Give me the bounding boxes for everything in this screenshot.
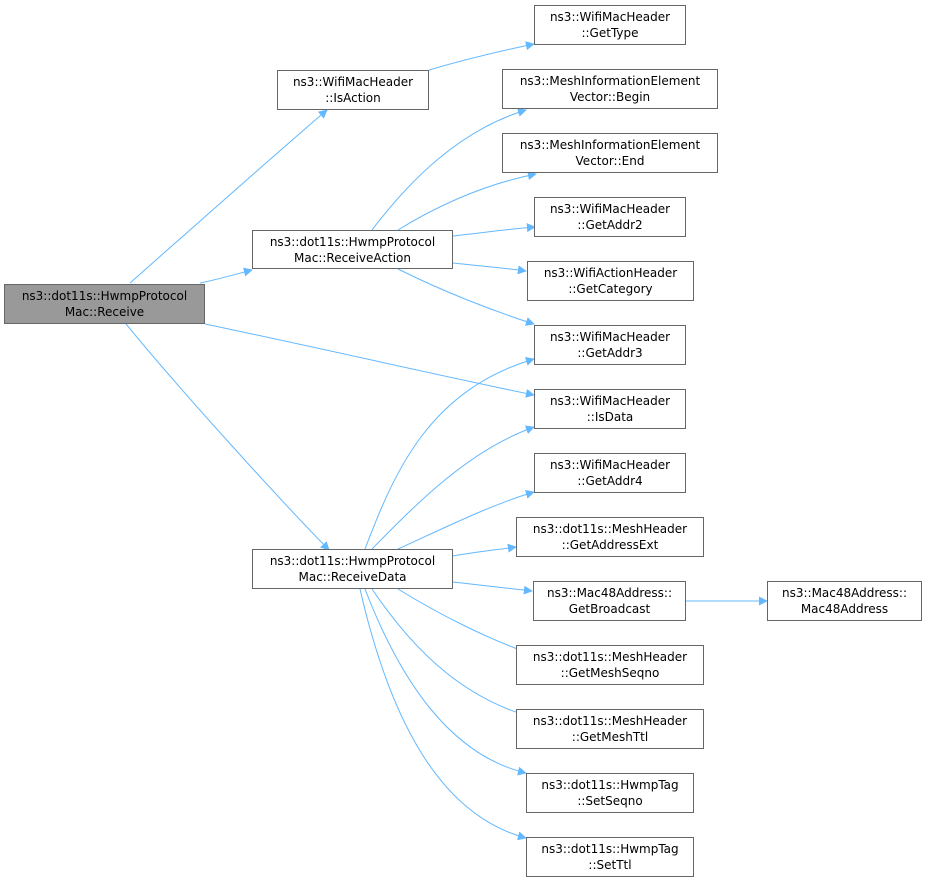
edge-receivedata-to-getaddr4 <box>397 489 535 550</box>
node-label-line1: ns3::WifiMacHeader <box>292 75 414 89</box>
edge-receive-to-isaction <box>129 109 328 284</box>
node-label-line2: ::GetType <box>581 26 639 40</box>
node-label-line2: Mac::Receive <box>64 305 145 319</box>
node-label-line1: ns3::MeshInformationElement <box>519 74 701 88</box>
node-wifimacheader-isdata[interactable]: ns3::WifiMacHeader ::IsData <box>534 389 686 429</box>
node-label-line1: ns3::dot11s::MeshHeader <box>532 650 688 664</box>
node-label-line2: ::GetCategory <box>568 282 653 296</box>
node-label-line2: Vector::Begin <box>569 90 651 104</box>
node-label-line1: ns3::WifiMacHeader <box>549 202 671 216</box>
node-label-line2: ::GetAddr2 <box>577 218 643 232</box>
edge-receive-to-receivedata <box>125 323 330 551</box>
node-wifiactionheader-getcategory[interactable]: ns3::WifiActionHeader ::GetCategory <box>527 261 694 301</box>
node-wifimacheader-getaddr4[interactable]: ns3::WifiMacHeader ::GetAddr4 <box>534 453 686 493</box>
edge-receivedata-to-isdata <box>371 425 535 550</box>
node-wifimacheader-getaddr2[interactable]: ns3::WifiMacHeader ::GetAddr2 <box>534 197 686 237</box>
node-label-line1: ns3::dot11s::HwmpProtocol <box>269 234 436 249</box>
node-mie-vector-begin[interactable]: ns3::MeshInformationElement Vector::Begi… <box>502 69 718 109</box>
node-meshheader-getmeshttl[interactable]: ns3::dot11s::MeshHeader ::GetMeshTtl <box>516 709 704 749</box>
node-label-line2: ::GetAddr3 <box>577 346 643 360</box>
node-label-line2: Vector::End <box>575 154 645 168</box>
node-hwmptag-setttl[interactable]: ns3::dot11s::HwmpTag ::SetTtl <box>526 837 694 877</box>
node-meshheader-getmeshseqno[interactable]: ns3::dot11s::MeshHeader ::GetMeshSeqno <box>516 645 704 685</box>
node-label-line1: ns3::dot11s::MeshHeader <box>532 522 688 536</box>
edge-receivedata-to-getaddr3 <box>364 357 535 550</box>
node-hwmp-receivedata[interactable]: ns3::dot11s::HwmpProtocol Mac::ReceiveDa… <box>252 549 453 589</box>
edge-receiveaction-to-getcategory <box>452 262 527 275</box>
node-label-line2: ::IsData <box>586 410 634 424</box>
edge-receiveaction-to-getaddr2 <box>452 223 536 237</box>
node-label-line1: ns3::WifiActionHeader <box>543 266 678 280</box>
node-mac48address-getbroadcast[interactable]: ns3::Mac48Address:: GetBroadcast <box>533 581 686 621</box>
edge-isaction-to-gettype <box>428 41 535 71</box>
node-label-line2: Mac::ReceiveData <box>298 570 407 584</box>
edge-receiveaction-to-getaddr3 <box>397 268 535 326</box>
node-label-line2: ::GetAddressExt <box>561 538 659 552</box>
edge-receivedata-to-setseqno <box>364 588 527 776</box>
edge-receivedata-to-getaddressext <box>452 543 517 557</box>
node-label-line2: ::SetSeqno <box>577 794 643 808</box>
node-label-line1: ns3::dot11s::HwmpTag <box>541 778 679 792</box>
node-meshheader-getaddressext[interactable]: ns3::dot11s::MeshHeader ::GetAddressExt <box>516 517 704 557</box>
node-label-line1: ns3::WifiMacHeader <box>549 330 671 344</box>
node-label-line1: ns3::dot11s::HwmpProtocol <box>269 554 436 568</box>
node-label-line2: Mac48Address <box>800 602 889 616</box>
edge-receive-to-isdata <box>204 323 535 398</box>
node-label-line1: ns3::WifiMacHeader <box>549 10 671 24</box>
node-label-line2: ::GetMeshSeqno <box>560 666 660 680</box>
node-mie-vector-end[interactable]: ns3::MeshInformationElement Vector::End <box>502 133 718 173</box>
node-hwmp-receive[interactable]: ns3::dot11s::HwmpProtocol Mac::Receive <box>4 284 205 324</box>
node-label-line1: ns3::Mac48Address:: <box>781 586 908 600</box>
node-label-line1: ns3::MeshInformationElement <box>519 138 701 152</box>
node-hwmptag-setseqno[interactable]: ns3::dot11s::HwmpTag ::SetSeqno <box>526 773 694 813</box>
edge-receivedata-to-setttl <box>359 588 527 841</box>
edge-receiveaction-to-begin <box>371 108 527 231</box>
node-label-line1: ns3::dot11s::HwmpProtocol <box>21 289 188 303</box>
node-label-line2: ::GetAddr4 <box>577 474 643 488</box>
node-label-line2: ::GetMeshTtl <box>571 730 649 744</box>
edge-receivedata-to-getmeshttl <box>371 588 535 721</box>
node-label-line2: GetBroadcast <box>568 602 651 616</box>
edge-receivedata-to-getbroadcast <box>452 581 533 595</box>
node-label-line2: ::IsAction <box>325 91 381 105</box>
node-wifimacheader-isaction[interactable]: ns3::WifiMacHeader ::IsAction <box>277 70 429 110</box>
node-label-line1: ns3::dot11s::HwmpTag <box>541 842 679 856</box>
node-mac48address-ctor[interactable]: ns3::Mac48Address:: Mac48Address <box>767 581 922 621</box>
edge-receiveaction-to-end <box>397 171 537 231</box>
node-label-line1: ns3::WifiMacHeader <box>549 458 671 472</box>
node-label-line1: ns3::WifiMacHeader <box>549 394 671 408</box>
edge-receive-to-receiveaction <box>199 267 253 284</box>
edge-receivedata-to-getmeshseqno <box>397 588 535 657</box>
node-wifimacheader-gettype[interactable]: ns3::WifiMacHeader ::GetType <box>534 5 686 45</box>
node-label-line1: ns3::Mac48Address:: <box>546 586 673 600</box>
node-label-line2: ::SetTtl <box>588 858 632 872</box>
node-label-line2: Mac::ReceiveAction <box>294 250 411 265</box>
node-hwmp-receiveaction[interactable]: ns3::dot11s::HwmpProtocol Mac::ReceiveAc… <box>252 230 453 269</box>
node-label-line1: ns3::dot11s::MeshHeader <box>532 714 688 728</box>
node-wifimacheader-getaddr3[interactable]: ns3::WifiMacHeader ::GetAddr3 <box>534 325 686 365</box>
